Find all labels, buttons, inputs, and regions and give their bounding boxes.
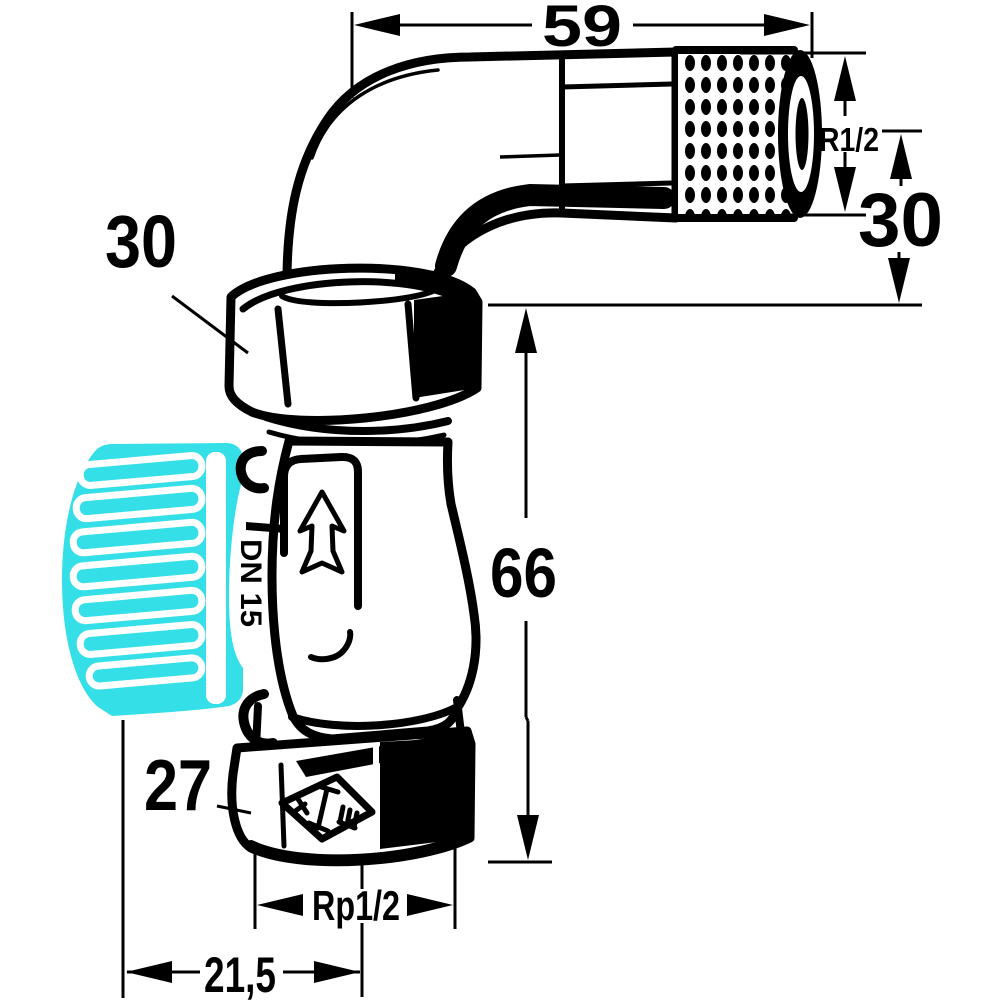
casting-mark (308, 629, 354, 663)
label-30-text: 30 (105, 200, 177, 283)
dimension-rp12: Rp1/2 (253, 843, 457, 997)
dim-21-5-label: 21,5 (204, 947, 276, 1000)
thread-knurl (682, 54, 794, 214)
arrowhead-up-icon (890, 134, 912, 179)
dim-30-right-label: 30 (858, 178, 943, 263)
logo-glyph (291, 783, 360, 834)
body-outline (267, 436, 481, 744)
washer-arc-1 (262, 413, 452, 435)
union-nut-neck-arc (279, 285, 441, 307)
dim-line (524, 716, 530, 722)
arrowhead-down-icon (888, 258, 910, 303)
arrowhead-right-icon (407, 894, 453, 916)
flow-arrow-icon (297, 489, 347, 575)
collar-line-top (559, 81, 675, 90)
valve-body: DN 15 (234, 436, 481, 751)
pipe-inner-shadow (435, 183, 675, 277)
dimension-r12: R1/2 (740, 51, 879, 217)
stamp-panel (280, 452, 362, 610)
collar-line-bottom (559, 180, 675, 189)
body-slot-mark (246, 522, 285, 533)
pipe-top-highlight (310, 68, 440, 160)
male-thread (672, 46, 822, 222)
dimension-59: 59 (350, 0, 814, 98)
bottom-nut-facet-gap (373, 744, 379, 844)
label-27-bottom-nut: 27 (144, 746, 252, 826)
dim-r12-label: R1/2 (819, 121, 879, 158)
arrowhead-right-icon (314, 961, 360, 983)
leader-line (171, 294, 249, 355)
arrowhead-down-icon (834, 167, 856, 212)
union-nut-facet-left (274, 305, 292, 408)
dim-rp12-label: Rp1/2 (312, 882, 400, 929)
arrowhead-left-icon (126, 961, 172, 983)
label-27-text: 27 (144, 746, 212, 826)
dimension-30-right: 30 (488, 129, 943, 307)
handwheel-ribs (69, 452, 206, 690)
body-bottom-arc (288, 704, 459, 730)
label-30-union-nut: 30 (105, 200, 249, 355)
dimension-66: 66 (488, 308, 557, 864)
leader-line (216, 804, 252, 815)
arrowhead-right-icon (764, 14, 810, 36)
arrowhead-up-icon (515, 308, 537, 353)
pipe-thin-line (499, 153, 561, 159)
bottom-nut (227, 726, 476, 867)
union-nut-rim-arc (239, 278, 467, 313)
dim-66-label: 66 (490, 534, 557, 612)
pipe-outline (282, 47, 681, 281)
arrowhead-left-icon (354, 14, 400, 36)
arrowhead-left-icon (257, 894, 303, 916)
dim-59-label: 59 (542, 0, 622, 59)
handwheel-highlight (206, 452, 226, 704)
elbow-pipe (282, 47, 681, 281)
dimension-21-5: 21,5 (121, 720, 360, 1000)
dn15-marking: DN 15 (234, 539, 267, 627)
arrowhead-up-icon (834, 56, 856, 101)
union-nut-shadow-right (414, 292, 478, 398)
manufacturer-diamond-logo (278, 773, 376, 843)
union-nut (224, 263, 483, 447)
bottom-nut-bottom-band (246, 830, 473, 865)
handwheel (62, 443, 244, 716)
thread-bore (795, 98, 809, 170)
bottom-nut-right-shadow (380, 737, 470, 849)
union-nut-rim-shadow (395, 272, 468, 303)
knob-bracket-top (235, 446, 269, 494)
tail-edge-left (252, 702, 262, 751)
arrowhead-down-icon (517, 815, 539, 860)
